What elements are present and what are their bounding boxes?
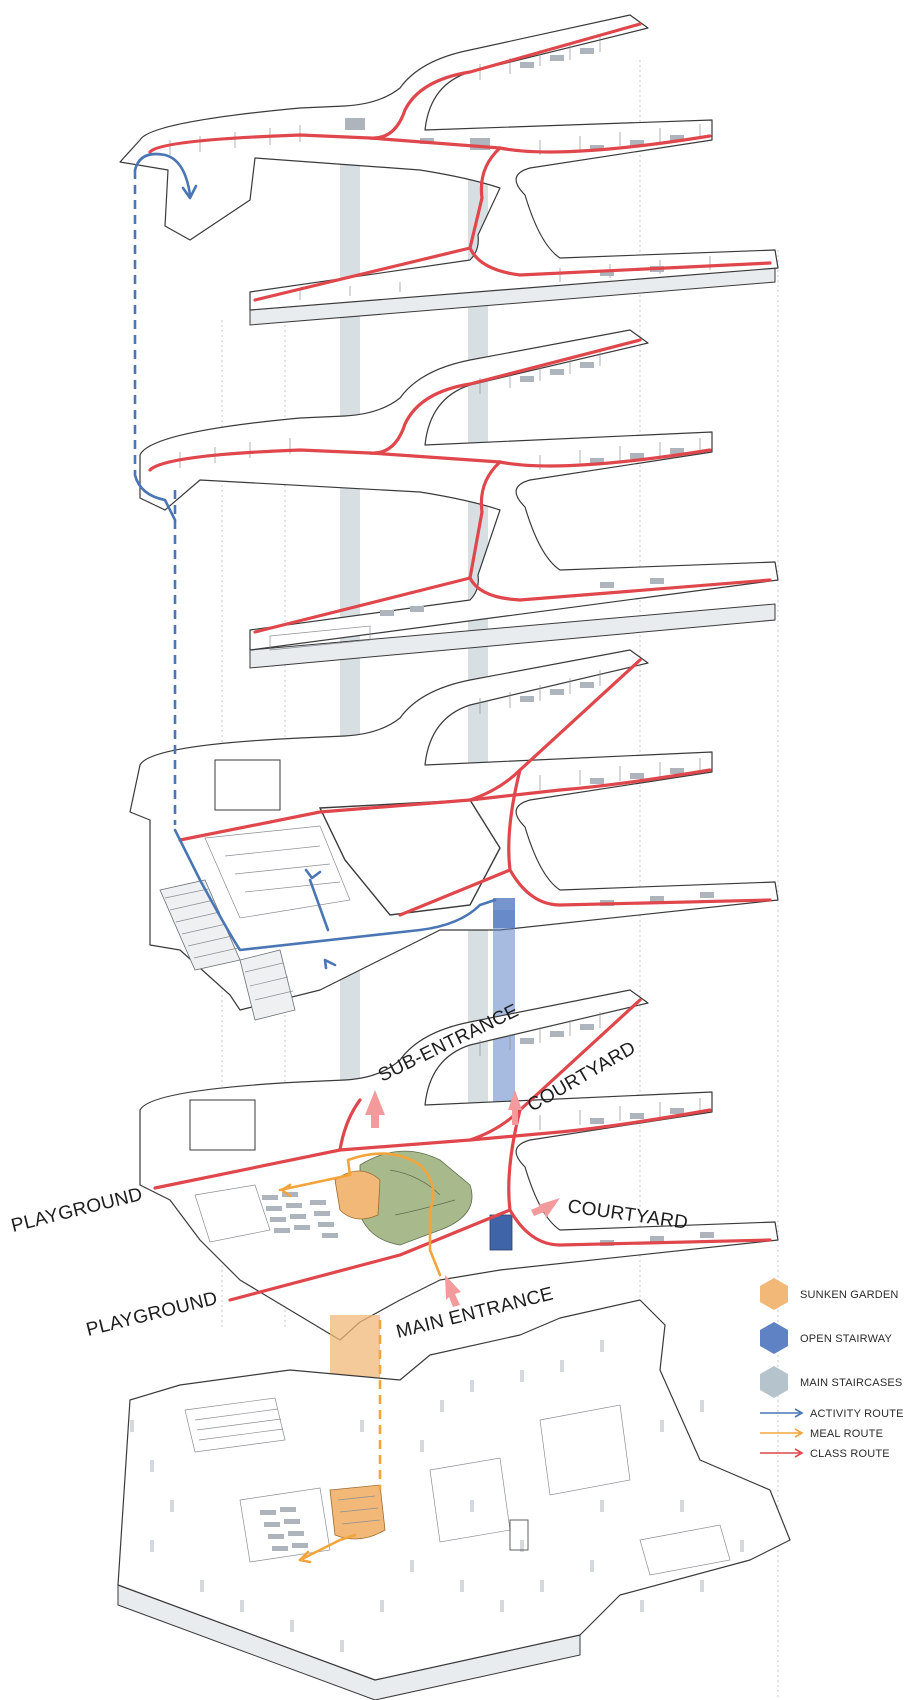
legend-item-meal-route: MEAL ROUTE (760, 1428, 883, 1440)
legend-label-open-stairway: OPEN STAIRWAY (800, 1333, 893, 1345)
legend-label-activity-route: ACTIVITY ROUTE (810, 1408, 904, 1420)
legend-item-open-stairway: OPEN STAIRWAY (760, 1322, 893, 1354)
label-playground-upper: PLAYGROUND (9, 1184, 145, 1237)
floor-2 (129, 649, 779, 1021)
legend-item-activity-route: ACTIVITY ROUTE (760, 1408, 904, 1420)
entrance-arrows (365, 1090, 560, 1307)
floor-3 (139, 329, 779, 669)
legend-label-sunken-garden: SUNKEN GARDEN (800, 1289, 899, 1301)
floor-1 (139, 989, 779, 1341)
activity-route-upper (133, 152, 198, 522)
open-stairway-swatch-icon (760, 1322, 788, 1354)
floor-4 (119, 14, 779, 326)
legend-item-class-route: CLASS ROUTE (760, 1448, 890, 1460)
legend: SUNKEN GARDEN OPEN STAIRWAY MAIN STAIRCA… (760, 1278, 904, 1460)
legend-item-sunken-garden: SUNKEN GARDEN (760, 1278, 899, 1310)
legend-item-main-staircases: MAIN STAIRCASES (760, 1366, 902, 1398)
legend-label-main-staircases: MAIN STAIRCASES (800, 1377, 902, 1389)
legend-label-class-route: CLASS ROUTE (810, 1448, 890, 1460)
dashed-vertical-routes (133, 170, 382, 1490)
legend-label-meal-route: MEAL ROUTE (810, 1428, 883, 1440)
label-playground-lower: PLAYGROUND (84, 1288, 220, 1341)
main-staircases-swatch-icon (760, 1366, 788, 1398)
sunken-garden-swatch-icon (760, 1278, 788, 1310)
basement-floor (117, 1299, 791, 1700)
